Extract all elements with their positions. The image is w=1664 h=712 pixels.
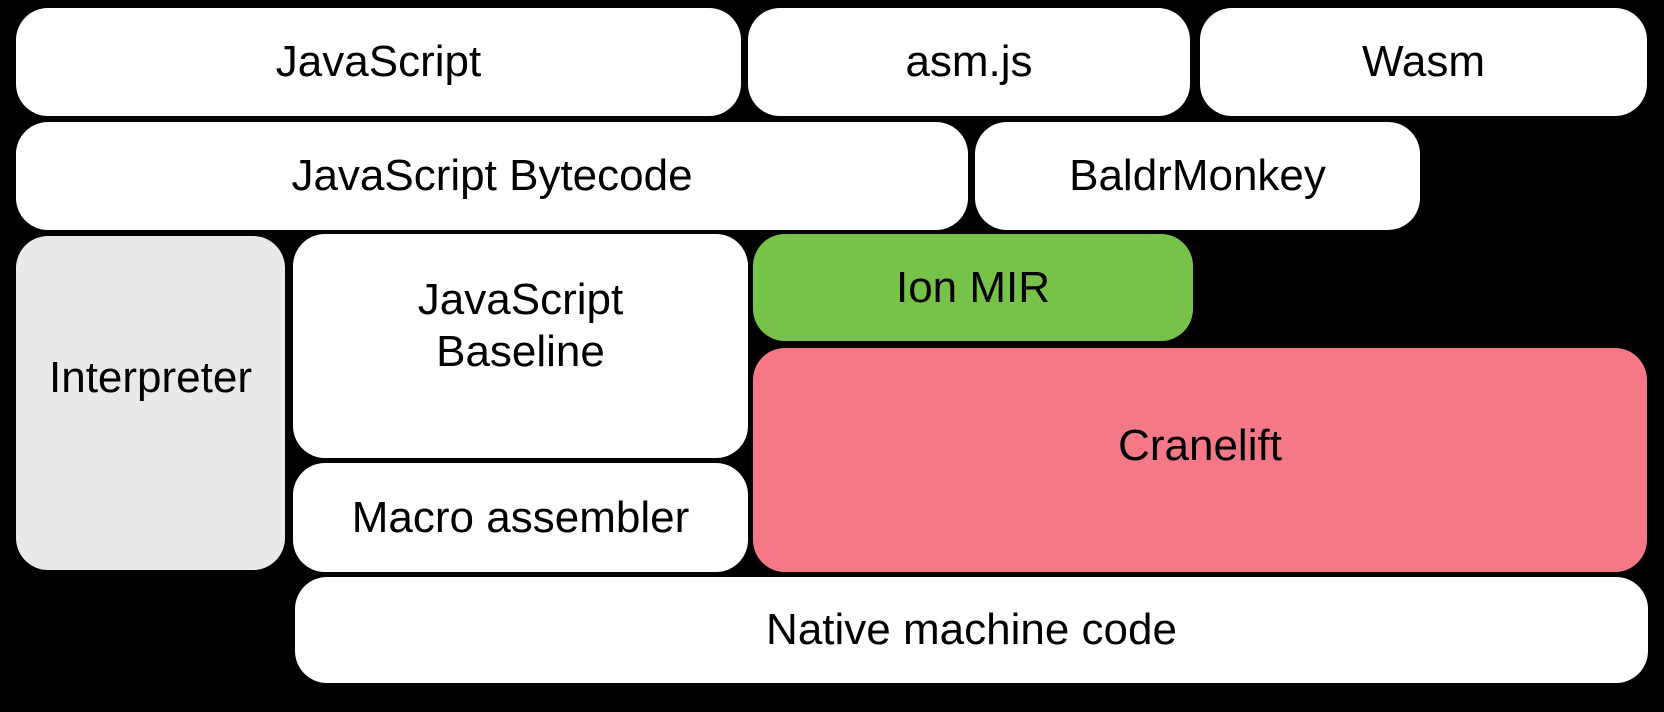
native-machine-code-box: Native machine code	[295, 577, 1648, 683]
javascript-box: JavaScript	[16, 8, 741, 116]
javascript-bytecode-box: JavaScript Bytecode	[16, 122, 968, 230]
javascript-baseline-box: JavaScript Baseline	[293, 234, 748, 458]
baldrmonkey-box: BaldrMonkey	[975, 122, 1420, 230]
cranelift-box: Cranelift	[753, 348, 1647, 572]
ion-mir-box: Ion MIR	[753, 234, 1193, 341]
asmjs-box: asm.js	[748, 8, 1190, 116]
wasm-box: Wasm	[1200, 8, 1647, 116]
macro-assembler-box: Macro assembler	[293, 463, 748, 572]
interpreter-box: Interpreter	[16, 236, 285, 570]
